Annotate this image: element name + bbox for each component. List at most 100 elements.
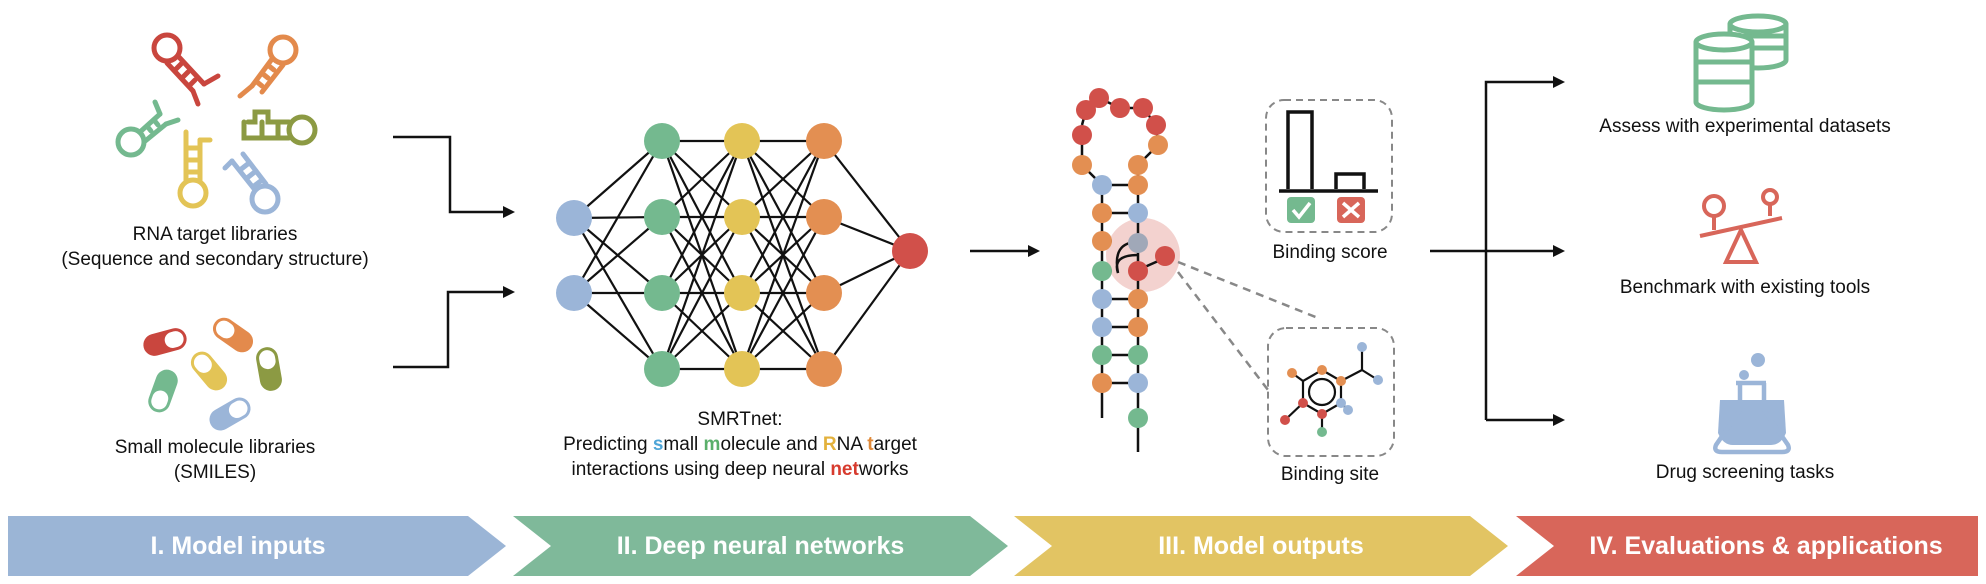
rna-libraries-subtitle: (Sequence and secondary structure) — [61, 249, 369, 270]
application-arrows — [1430, 80, 1555, 422]
assess-label: Assess with experimental datasets — [1599, 116, 1891, 137]
rna-nucleotide — [1092, 231, 1112, 251]
rna-nucleotide — [1072, 155, 1092, 175]
rna-nucleotide — [1128, 408, 1148, 428]
pill-icon-red — [143, 328, 187, 356]
input-arrows — [393, 135, 515, 369]
molecule-atom — [1317, 409, 1327, 419]
accent-t: t — [867, 434, 874, 455]
molecule-libraries-subtitle: (SMILES) — [173, 462, 257, 483]
benchmark-label: Benchmark with existing tools — [1619, 277, 1871, 298]
binding-site-highlight — [1106, 218, 1180, 292]
network-node-layer-2 — [644, 275, 680, 311]
rna-nucleotide — [1133, 98, 1153, 118]
network-edge — [661, 140, 743, 218]
database-icon — [1693, 13, 1789, 113]
rna-nucleotide — [1072, 125, 1092, 145]
network-edge — [573, 216, 663, 294]
rna-nucleotide — [1089, 88, 1109, 108]
molecule-input-arrow — [393, 290, 505, 369]
network-edge — [661, 216, 743, 370]
network-edge — [741, 140, 825, 294]
rna-nucleotide — [1092, 175, 1112, 195]
network-node-layer-3 — [724, 199, 760, 235]
rna-nucleotide — [1155, 246, 1175, 266]
molecule-atom — [1280, 415, 1290, 425]
rna-nucleotide — [1092, 345, 1112, 365]
smrtnet-line1: Predicting small molecule and RNA target — [563, 434, 917, 455]
rna-nucleotide — [1128, 317, 1148, 337]
network-node-layer-4 — [806, 275, 842, 311]
rna-libraries-label: RNA target libraries (Sequence and secon… — [20, 222, 410, 272]
rna-nucleotide — [1110, 98, 1130, 118]
rna-libraries-title: RNA target libraries — [132, 224, 298, 245]
rna-nucleotide — [1128, 345, 1148, 365]
rna-input-arrow — [393, 135, 505, 214]
network-edge — [823, 250, 911, 370]
benchmark-icon — [1699, 188, 1783, 264]
flask-icon — [1713, 353, 1791, 455]
cross-icon — [1337, 197, 1365, 223]
binding-score-box — [1265, 99, 1393, 233]
screening-label: Drug screening tasks — [1655, 462, 1835, 483]
pill-icon-green — [148, 369, 178, 413]
network-edges — [573, 139, 911, 371]
network-node-layer-3 — [724, 123, 760, 159]
network-node-layer-2 — [644, 199, 680, 235]
accent-net: net — [830, 459, 859, 480]
check-icon — [1287, 197, 1315, 223]
rna-nucleotide — [1128, 203, 1148, 223]
binding-site-label: Binding site — [1280, 464, 1380, 485]
network-edge — [741, 140, 825, 218]
banner-evaluations-applications — [1516, 516, 1978, 576]
rna-hairpin-icon-green — [115, 99, 181, 158]
banner-label-3: III. Model outputs — [1158, 532, 1364, 560]
molecule-libraries-title: Small molecule libraries — [114, 437, 316, 458]
pill-icon-orange — [212, 317, 254, 353]
pill-icon-olive — [256, 347, 282, 391]
rna-nucleotide — [1092, 261, 1112, 281]
banner-label-4: IV. Evaluations & applications — [1589, 532, 1943, 560]
molecule-atom — [1357, 342, 1367, 352]
rna-nucleotide — [1148, 135, 1168, 155]
rna-hairpin-icon-blue — [222, 151, 281, 215]
network-node-layer-1 — [556, 275, 592, 311]
rna-secondary-structure — [1072, 88, 1180, 452]
rna-nucleotide — [1128, 373, 1148, 393]
molecule-atom — [1336, 376, 1346, 386]
smrtnet-name: SMRTnet: — [697, 409, 783, 430]
molecule-atom — [1317, 365, 1327, 375]
binding-score-label: Binding score — [1272, 242, 1388, 263]
rna-hairpin-icon-olive — [241, 109, 318, 146]
network-edge — [823, 140, 911, 252]
banner-model-outputs — [1014, 516, 1508, 576]
rna-nucleotide — [1092, 289, 1112, 309]
small-molecule-icons — [143, 317, 282, 431]
molecule-atom — [1343, 405, 1353, 415]
network-node-layer-4 — [806, 199, 842, 235]
molecule-atom — [1336, 398, 1346, 408]
rna-nucleotide — [1128, 261, 1148, 281]
rna-nucleotide — [1092, 317, 1112, 337]
network-edge — [573, 140, 663, 294]
neural-network — [556, 123, 928, 387]
network-edge — [661, 140, 743, 294]
banner-label-2: II. Deep neural networks — [616, 532, 905, 560]
rna-nucleotide — [1092, 373, 1112, 393]
binding-site-connectors — [1177, 260, 1319, 391]
network-node-layer-3 — [724, 275, 760, 311]
rna-nucleotide — [1128, 155, 1148, 175]
network-node-layer-3 — [724, 351, 760, 387]
rna-hairpin-icon-yellow — [177, 129, 213, 209]
molecule-atom — [1317, 427, 1327, 437]
network-node-layer-4 — [806, 123, 842, 159]
network-node-layer-2 — [644, 123, 680, 159]
binding-score-bars — [1279, 110, 1378, 193]
rna-nucleotide — [1128, 175, 1148, 195]
rna-nucleotide — [1128, 289, 1148, 309]
binding-site-box — [1267, 327, 1395, 457]
network-node-layer-1 — [556, 200, 592, 236]
banner-deep-neural-networks — [513, 516, 1008, 576]
network-nodes — [556, 123, 928, 387]
network-edge — [573, 292, 663, 370]
